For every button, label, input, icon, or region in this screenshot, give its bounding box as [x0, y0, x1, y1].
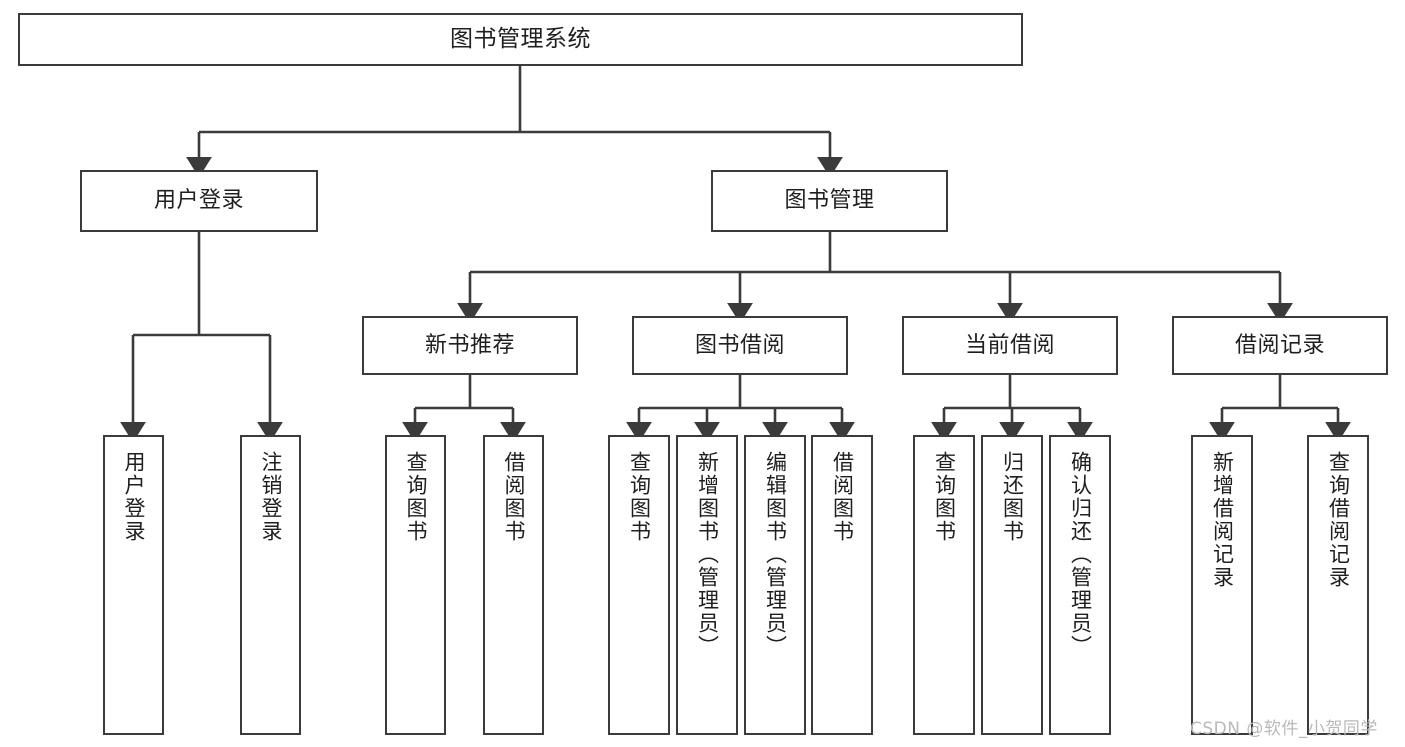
node-current-borrow-label: 当前借阅: [964, 332, 1055, 358]
node-user-login[interactable]: 用户登录: [80, 170, 318, 232]
node-book-borrow[interactable]: 图书借阅: [632, 316, 848, 375]
node-leaf-add-record[interactable]: 新增借阅记录: [1191, 435, 1253, 735]
node-leaf-return-book[interactable]: 归还图书: [981, 435, 1043, 735]
node-leaf-add-book[interactable]: 新增图书（管理员）: [676, 435, 738, 735]
node-leaf-user-login[interactable]: 用户登录: [103, 435, 164, 735]
node-leaf-query-book-3[interactable]: 查询图书: [913, 435, 975, 735]
node-leaf-query-record-label: 查询借阅记录: [1326, 451, 1351, 589]
node-leaf-edit-book[interactable]: 编辑图书（管理员）: [744, 435, 806, 735]
node-leaf-user-login-label: 用户登录: [122, 451, 146, 543]
node-leaf-query-book-1[interactable]: 查询图书: [385, 435, 446, 735]
node-leaf-borrow-book-1[interactable]: 借阅图书: [483, 435, 544, 735]
node-user-login-label: 用户登录: [153, 188, 244, 214]
watermark-label: CSDN @软件_小贺同学: [1190, 719, 1378, 739]
node-leaf-add-book-label: 新增图书（管理员）: [695, 451, 720, 658]
node-leaf-confirm-return-label: 确认归还（管理员）: [1068, 451, 1093, 658]
node-root-label: 图书管理系统: [450, 25, 591, 52]
node-book-manage[interactable]: 图书管理: [711, 170, 948, 232]
node-leaf-query-book-2[interactable]: 查询图书: [608, 435, 670, 735]
node-book-borrow-label: 图书借阅: [694, 332, 785, 358]
node-leaf-borrow-book-2-label: 借阅图书: [830, 451, 855, 543]
node-root[interactable]: 图书管理系统: [18, 13, 1023, 66]
node-leaf-logout-login-label: 注销登录: [259, 451, 283, 543]
node-leaf-edit-book-label: 编辑图书（管理员）: [763, 451, 788, 658]
node-leaf-query-book-1-label: 查询图书: [404, 451, 428, 543]
node-leaf-query-book-2-label: 查询图书: [627, 451, 652, 543]
node-leaf-borrow-book-1-label: 借阅图书: [502, 451, 526, 543]
node-new-book-recommend-label: 新书推荐: [424, 332, 515, 358]
node-leaf-query-book-3-label: 查询图书: [932, 451, 957, 543]
node-leaf-return-book-label: 归还图书: [1000, 451, 1025, 543]
node-leaf-confirm-return[interactable]: 确认归还（管理员）: [1049, 435, 1111, 735]
node-leaf-add-record-label: 新增借阅记录: [1210, 451, 1235, 589]
node-leaf-query-record[interactable]: 查询借阅记录: [1307, 435, 1369, 735]
node-leaf-borrow-book-2[interactable]: 借阅图书: [811, 435, 873, 735]
node-borrow-record-label: 借阅记录: [1234, 332, 1325, 358]
node-borrow-record[interactable]: 借阅记录: [1172, 316, 1388, 375]
node-new-book-recommend[interactable]: 新书推荐: [362, 316, 578, 375]
node-current-borrow[interactable]: 当前借阅: [902, 316, 1118, 375]
node-leaf-logout-login[interactable]: 注销登录: [240, 435, 301, 735]
node-book-manage-label: 图书管理: [784, 188, 875, 214]
